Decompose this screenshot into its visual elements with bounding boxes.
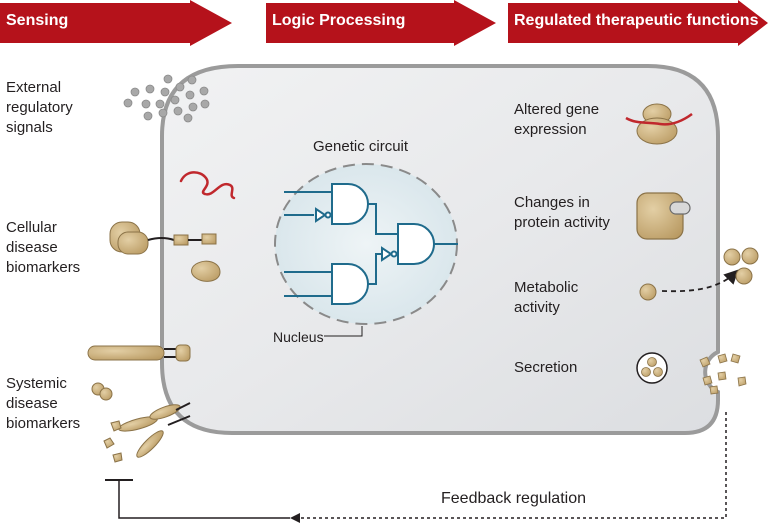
gene-expression-label: Altered gene expression bbox=[514, 101, 600, 138]
arrow-shape bbox=[0, 0, 232, 46]
systemic-biomarker-receptor-icon bbox=[87, 344, 191, 463]
metabolic-activity-icon bbox=[639, 247, 759, 301]
cellular-biomarkers-label: Cellular disease biomarkers bbox=[6, 219, 81, 276]
gene-expression-icon bbox=[625, 103, 693, 145]
arrow-shape bbox=[266, 0, 496, 46]
nucleus-pointer-line bbox=[324, 326, 363, 337]
functions-stage-arrow: Regulated therapeutic functions bbox=[508, 0, 768, 46]
logic-stage-label: Logic Processing bbox=[272, 12, 406, 29]
protein-activity-label: Changes in protein activity bbox=[514, 194, 610, 231]
functions-stage-label: Regulated therapeutic functions bbox=[514, 12, 759, 29]
secretion-vesicle-icon bbox=[636, 352, 747, 395]
external-signal-particles bbox=[123, 74, 210, 123]
secretion-label: Secretion bbox=[514, 359, 578, 376]
nucleus-label: Nucleus bbox=[273, 329, 324, 345]
sensing-stage-arrow: Sensing bbox=[0, 0, 232, 46]
logic-stage-arrow: Logic Processing bbox=[266, 0, 496, 46]
feedback-regulation-label: Feedback regulation bbox=[441, 490, 586, 507]
rna-squiggle-icon bbox=[179, 171, 236, 200]
genetic-circuit-title: Genetic circuit bbox=[313, 138, 409, 155]
cellular-biomarker-receptor-icon bbox=[109, 221, 221, 282]
protein-activity-icon bbox=[636, 192, 691, 240]
arrow-shape bbox=[508, 0, 768, 46]
genetic-circuit-logic-gates bbox=[284, 183, 458, 305]
external-signals-label: External regulatory signals bbox=[6, 79, 73, 136]
systemic-biomarkers-label: Systemic disease biomarkers bbox=[6, 375, 81, 432]
metabolic-activity-label: Metabolic activity bbox=[514, 279, 579, 316]
sensing-stage-label: Sensing bbox=[6, 12, 69, 29]
feedback-loop-path bbox=[105, 412, 727, 523]
